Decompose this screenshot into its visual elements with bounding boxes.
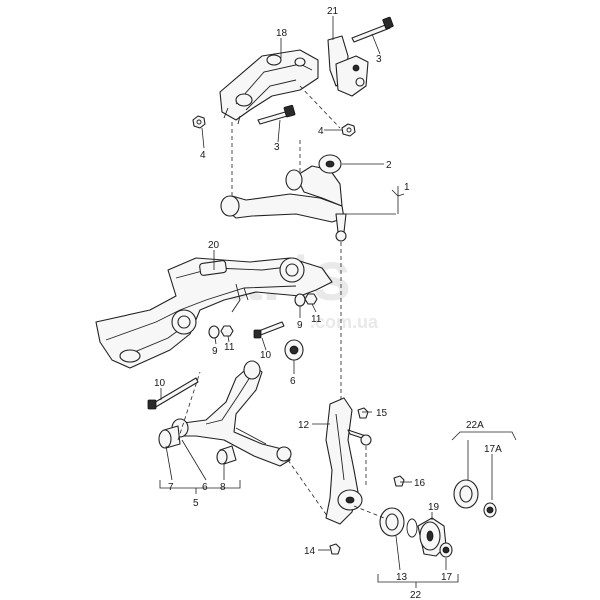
callout-label: 9 [212,346,218,357]
callout-label: 17 [441,572,453,583]
callout-label: 21 [327,6,339,17]
wheel-hub [417,517,453,558]
callout-label: 15 [376,408,388,419]
lower-arm-dash [287,459,331,521]
nut-left [192,115,206,129]
callout-label: 7 [168,482,174,493]
height-sensor [327,35,369,97]
detail-22a [453,479,497,518]
subframe-bolts-washers [147,293,318,410]
watermark-domain: .com.ua [310,312,379,332]
callout-label: 18 [276,28,288,39]
subframe [95,257,333,369]
callout-label: 10 [154,378,166,389]
callout-label: 9 [297,320,303,331]
callout-label: 8 [220,482,226,493]
callout-label: 3 [274,142,280,153]
callout-label: 5 [193,498,199,509]
callout-label: 13 [396,572,408,583]
callout-label: 10 [260,350,272,361]
leader-lines [159,16,517,588]
callout-label: 2 [386,160,392,171]
nut-right [341,123,356,137]
callout-label: 1 [404,182,410,193]
callout-label: 4 [318,126,324,137]
steering-knuckle [325,397,405,555]
callout-label: 6 [290,376,296,387]
bushing-6 [284,339,304,361]
upper-bracket [219,49,319,125]
callout-label: 11 [224,342,235,353]
callout-label: 17A [484,444,502,455]
callout-label: 4 [200,150,206,161]
hub-dash [353,505,385,519]
callout-labels: 21 18 3 4 3 4 2 1 20 9 11 9 11 10 6 10 1… [154,6,502,600]
bolt-upper-mid [257,104,296,125]
callout-label: 11 [311,314,322,325]
callout-label: 16 [414,478,426,489]
bolt-upper-right [351,16,394,43]
callout-label: 14 [304,546,316,557]
callout-label: 22 [410,590,422,600]
lower-control-arm [158,360,292,467]
callout-label: 12 [298,420,310,431]
upper-dash-lines [299,85,341,129]
callout-label: 22A [466,420,484,431]
callout-label: 19 [428,502,440,513]
callout-label: 20 [208,240,220,251]
wheel-bearing [379,507,418,538]
upper-control-arm [220,154,347,242]
callout-label: 6 [202,482,208,493]
callout-label: 3 [376,54,382,65]
